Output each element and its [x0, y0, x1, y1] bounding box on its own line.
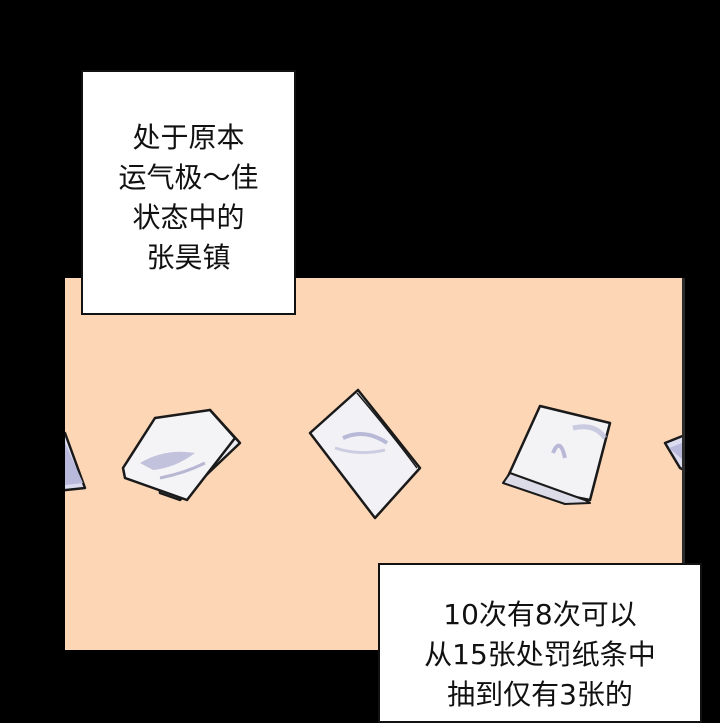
caption-line: 张昊镇 [146, 241, 231, 274]
narration-box-top: 处于原本 运气极～佳 状态中的 张昊镇 [81, 70, 296, 315]
paper-slips-panel [65, 278, 685, 650]
folded-paper-slip-icon [663, 434, 682, 471]
folded-paper-slip-icon [502, 404, 612, 505]
caption-line: 状态中的 [132, 201, 245, 234]
caption-line: 运气极～佳 [118, 161, 259, 194]
paper-slips-illustration [65, 388, 682, 520]
caption-line: 从15张处罚纸条中 [424, 638, 656, 671]
caption-line: 抽到仅有3张的 [447, 678, 633, 711]
folded-paper-slip-icon [308, 388, 422, 520]
caption-line: 处于原本 [132, 121, 245, 154]
folded-paper-slip-icon [65, 431, 87, 492]
narration-box-bottom: 10次有8次可以 从15张处罚纸条中 抽到仅有3张的 [378, 563, 702, 723]
folded-paper-slip-icon [121, 408, 242, 502]
caption-line: 10次有8次可以 [443, 598, 637, 631]
comic-page: 处于原本 运气极～佳 状态中的 张昊镇 10次有8次可以 从15张处罚纸条中 抽… [65, 70, 702, 723]
